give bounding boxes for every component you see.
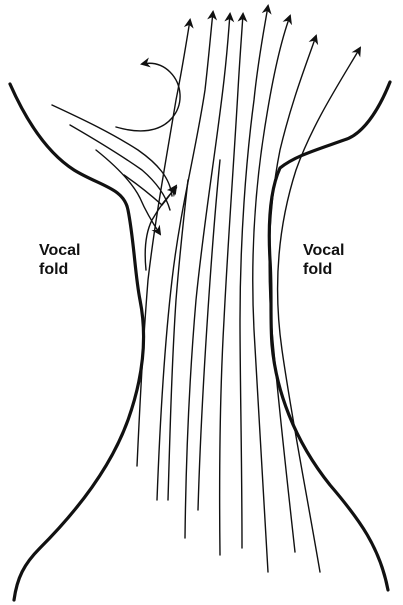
streamline-5 [240,6,268,548]
streamline-1 [137,20,190,466]
left-vocal-fold-wall [10,84,144,600]
streamline-4 [220,14,243,555]
right-vocal-fold-wall [269,82,390,590]
deflected-streamline-5 [124,175,176,205]
deflected-streamline-4 [145,188,176,270]
streamline-3 [185,14,230,538]
right-label-line-1: Vocal [303,241,345,260]
streamline-8 [278,48,360,572]
left-vocal-fold-label: Vocal fold [39,241,81,279]
streamline-9 [168,180,188,500]
streamline-2 [157,12,213,500]
left-label-line-1: Vocal [39,241,81,260]
deflected-streamline-3 [96,150,160,234]
left-label-line-2: fold [39,260,81,279]
streamline-10 [198,160,220,510]
vortex-arrow [116,63,180,131]
streamline-7 [269,36,316,552]
right-label-line-2: fold [303,260,345,279]
right-vocal-fold-label: Vocal fold [303,241,345,279]
streamlines [137,6,360,572]
